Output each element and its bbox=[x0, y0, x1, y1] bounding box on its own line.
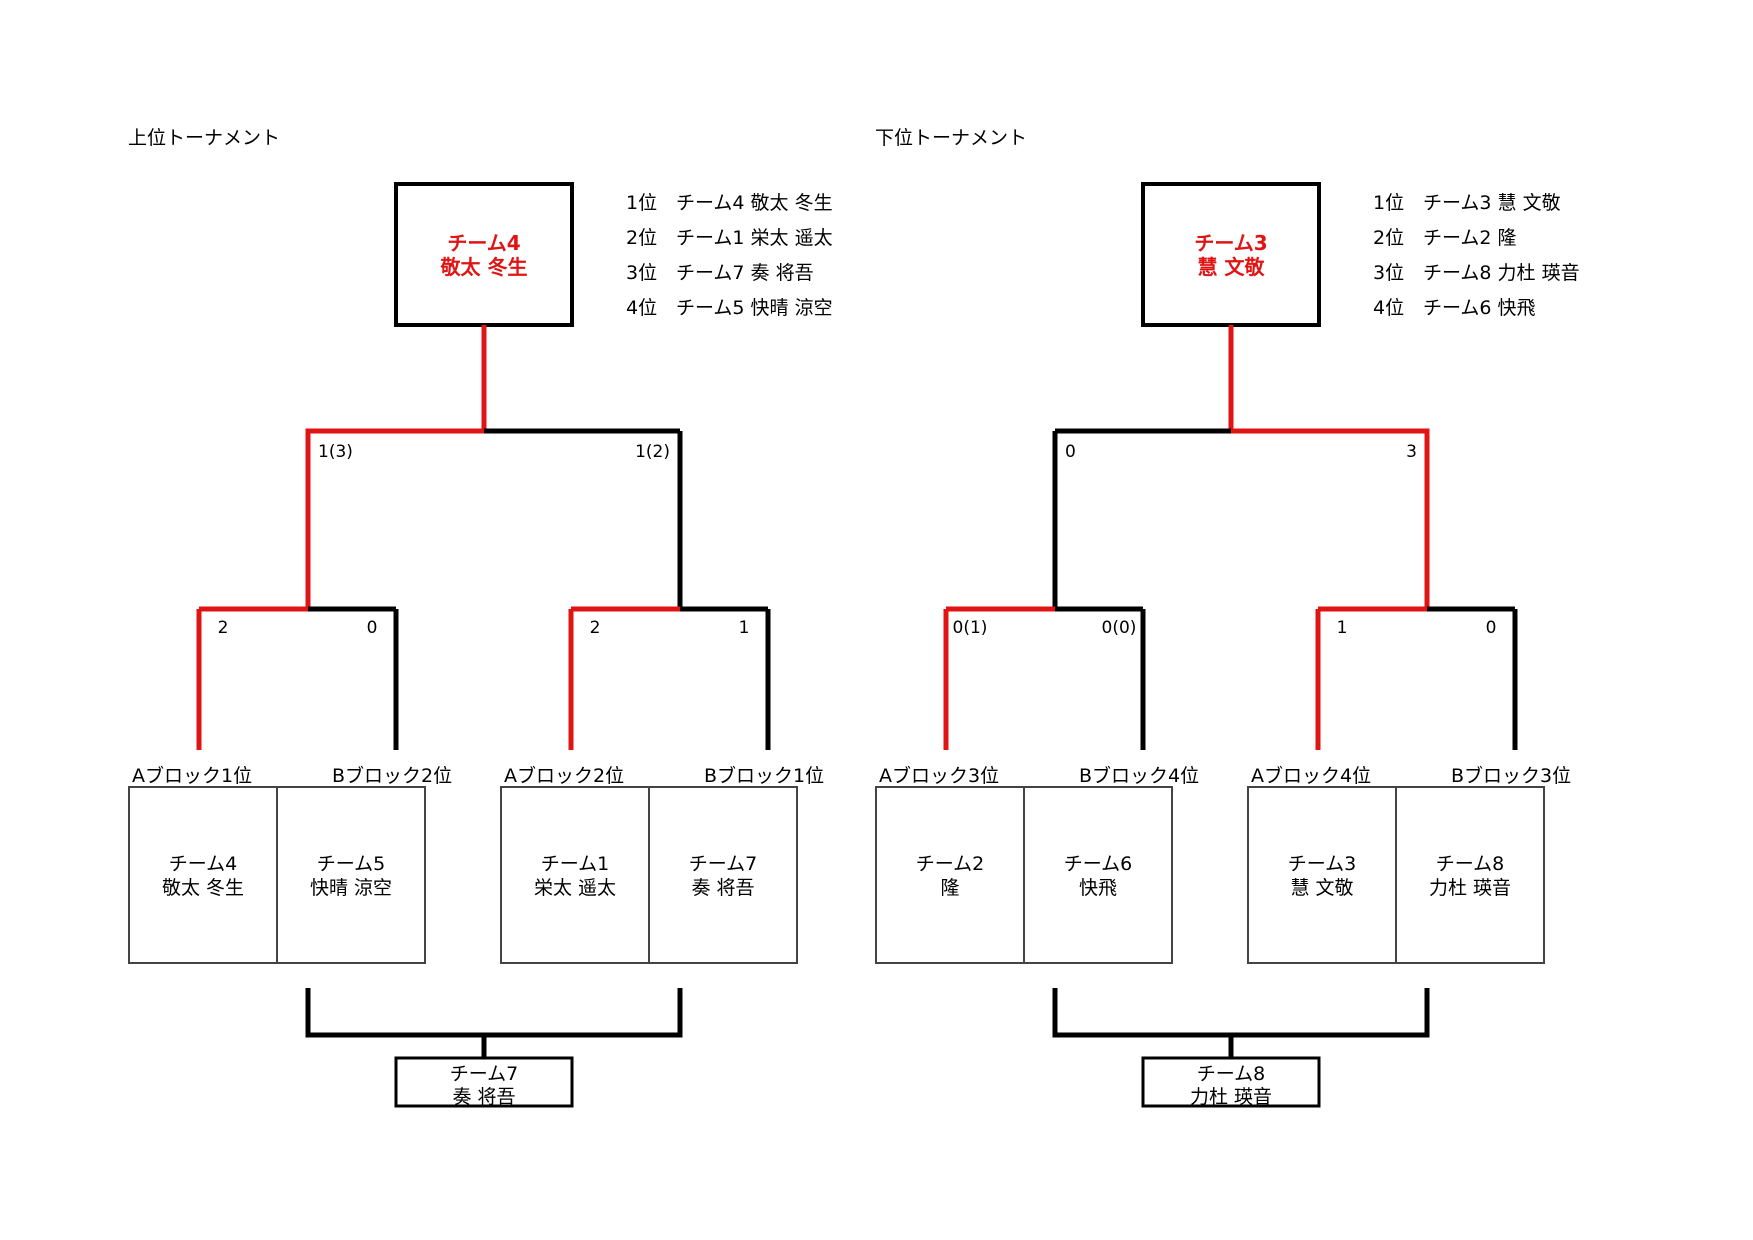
final-left-score: 1(3) bbox=[318, 442, 353, 462]
semi-left-score: 0(1) bbox=[953, 618, 988, 638]
team-name: チーム1 bbox=[541, 853, 610, 875]
final-right-score: 1(2) bbox=[635, 442, 670, 462]
third-place-bracket bbox=[1052, 988, 1430, 1038]
champion-box bbox=[394, 182, 574, 327]
tournament-1: 上位トーナメントチーム4敬太 冬生1位チーム4 敬太 冬生2位チーム1 栄太 遥… bbox=[128, 127, 833, 1108]
semi-right-score: 1 bbox=[739, 618, 750, 638]
team-name: チーム6 bbox=[1064, 853, 1133, 875]
tournament-2: 下位トーナメントチーム3慧 文敬1位チーム3 慧 文敬2位チーム2 隆3位チーム… bbox=[875, 127, 1580, 1108]
final-win-path bbox=[1231, 428, 1430, 609]
semi-right-score: 0 bbox=[367, 618, 378, 638]
third-place-names: 力杜 瑛音 bbox=[1190, 1086, 1272, 1108]
team-box bbox=[128, 786, 278, 964]
team-seed: Bブロック1位 bbox=[704, 764, 824, 787]
third-place-bracket bbox=[305, 988, 683, 1038]
team-box bbox=[1395, 786, 1545, 964]
third-place-team: チーム8 bbox=[1197, 1063, 1266, 1085]
team-name: チーム8 bbox=[1436, 853, 1505, 875]
ranking-team: チーム2 隆 bbox=[1423, 227, 1517, 249]
team-seed: Aブロック2位 bbox=[504, 764, 624, 787]
team-players: 快晴 涼空 bbox=[310, 877, 392, 899]
third-place-names: 奏 将吾 bbox=[452, 1086, 515, 1108]
ranking-rank: 3位 bbox=[626, 262, 657, 284]
final-win-path bbox=[305, 428, 484, 609]
ranking-rank: 4位 bbox=[626, 297, 657, 319]
team-seed: Bブロック4位 bbox=[1079, 764, 1199, 787]
semi-left-score: 2 bbox=[590, 618, 601, 638]
ranking-team: チーム8 力杜 瑛音 bbox=[1423, 262, 1580, 284]
ranking-rank: 1位 bbox=[1373, 192, 1404, 214]
tournament-title: 上位トーナメント bbox=[128, 127, 280, 149]
semi-left-score: 2 bbox=[218, 618, 229, 638]
team-box bbox=[276, 786, 426, 964]
team-players: 敬太 冬生 bbox=[162, 877, 244, 899]
champion-team: チーム3 bbox=[1194, 231, 1267, 255]
third-place-box bbox=[1141, 1056, 1321, 1108]
champion-names: 敬太 冬生 bbox=[440, 255, 528, 279]
team-players: 快飛 bbox=[1079, 877, 1117, 899]
ranking-team: チーム3 慧 文敬 bbox=[1423, 192, 1561, 214]
team-seed: Aブロック3位 bbox=[879, 764, 999, 787]
ranking-team: チーム5 快晴 涼空 bbox=[676, 297, 833, 319]
team-seed: Aブロック4位 bbox=[1251, 764, 1371, 787]
ranking-rank: 2位 bbox=[1373, 227, 1404, 249]
team-seed: Bブロック2位 bbox=[332, 764, 452, 787]
champion-box bbox=[1141, 182, 1321, 327]
team-name: チーム5 bbox=[317, 853, 386, 875]
semi-right-score: 0(0) bbox=[1102, 618, 1137, 638]
ranking-team: チーム7 奏 将吾 bbox=[676, 262, 814, 284]
champion-team: チーム4 bbox=[447, 231, 520, 255]
team-box bbox=[1023, 786, 1173, 964]
final-left-score: 0 bbox=[1065, 442, 1076, 462]
tournament-title: 下位トーナメント bbox=[875, 127, 1027, 149]
ranking-team: チーム4 敬太 冬生 bbox=[676, 192, 833, 214]
team-players: 隆 bbox=[940, 877, 959, 899]
ranking-team: チーム1 栄太 遥太 bbox=[676, 227, 833, 249]
team-name: チーム4 bbox=[169, 853, 238, 875]
ranking-team: チーム6 快飛 bbox=[1423, 297, 1536, 319]
ranking-rank: 2位 bbox=[626, 227, 657, 249]
ranking-rank: 4位 bbox=[1373, 297, 1404, 319]
champion-names: 慧 文敬 bbox=[1198, 255, 1266, 279]
ranking-rank: 1位 bbox=[626, 192, 657, 214]
team-players: 慧 文敬 bbox=[1290, 877, 1353, 899]
team-name: チーム7 bbox=[689, 853, 758, 875]
team-players: 力杜 瑛音 bbox=[1429, 877, 1511, 899]
third-place-box bbox=[394, 1056, 574, 1108]
third-place-team: チーム7 bbox=[450, 1063, 519, 1085]
team-seed: Bブロック3位 bbox=[1451, 764, 1571, 787]
semi-left-score: 1 bbox=[1337, 618, 1348, 638]
team-box bbox=[500, 786, 650, 964]
team-box bbox=[875, 786, 1025, 964]
semi-right-score: 0 bbox=[1486, 618, 1497, 638]
final-right-score: 3 bbox=[1406, 442, 1417, 462]
team-box bbox=[648, 786, 798, 964]
team-name: チーム2 bbox=[916, 853, 985, 875]
team-players: 栄太 遥太 bbox=[534, 877, 616, 899]
ranking-rank: 3位 bbox=[1373, 262, 1404, 284]
team-box bbox=[1247, 786, 1397, 964]
team-name: チーム3 bbox=[1288, 853, 1357, 875]
team-seed: Aブロック1位 bbox=[132, 764, 252, 787]
team-players: 奏 将吾 bbox=[691, 877, 754, 899]
